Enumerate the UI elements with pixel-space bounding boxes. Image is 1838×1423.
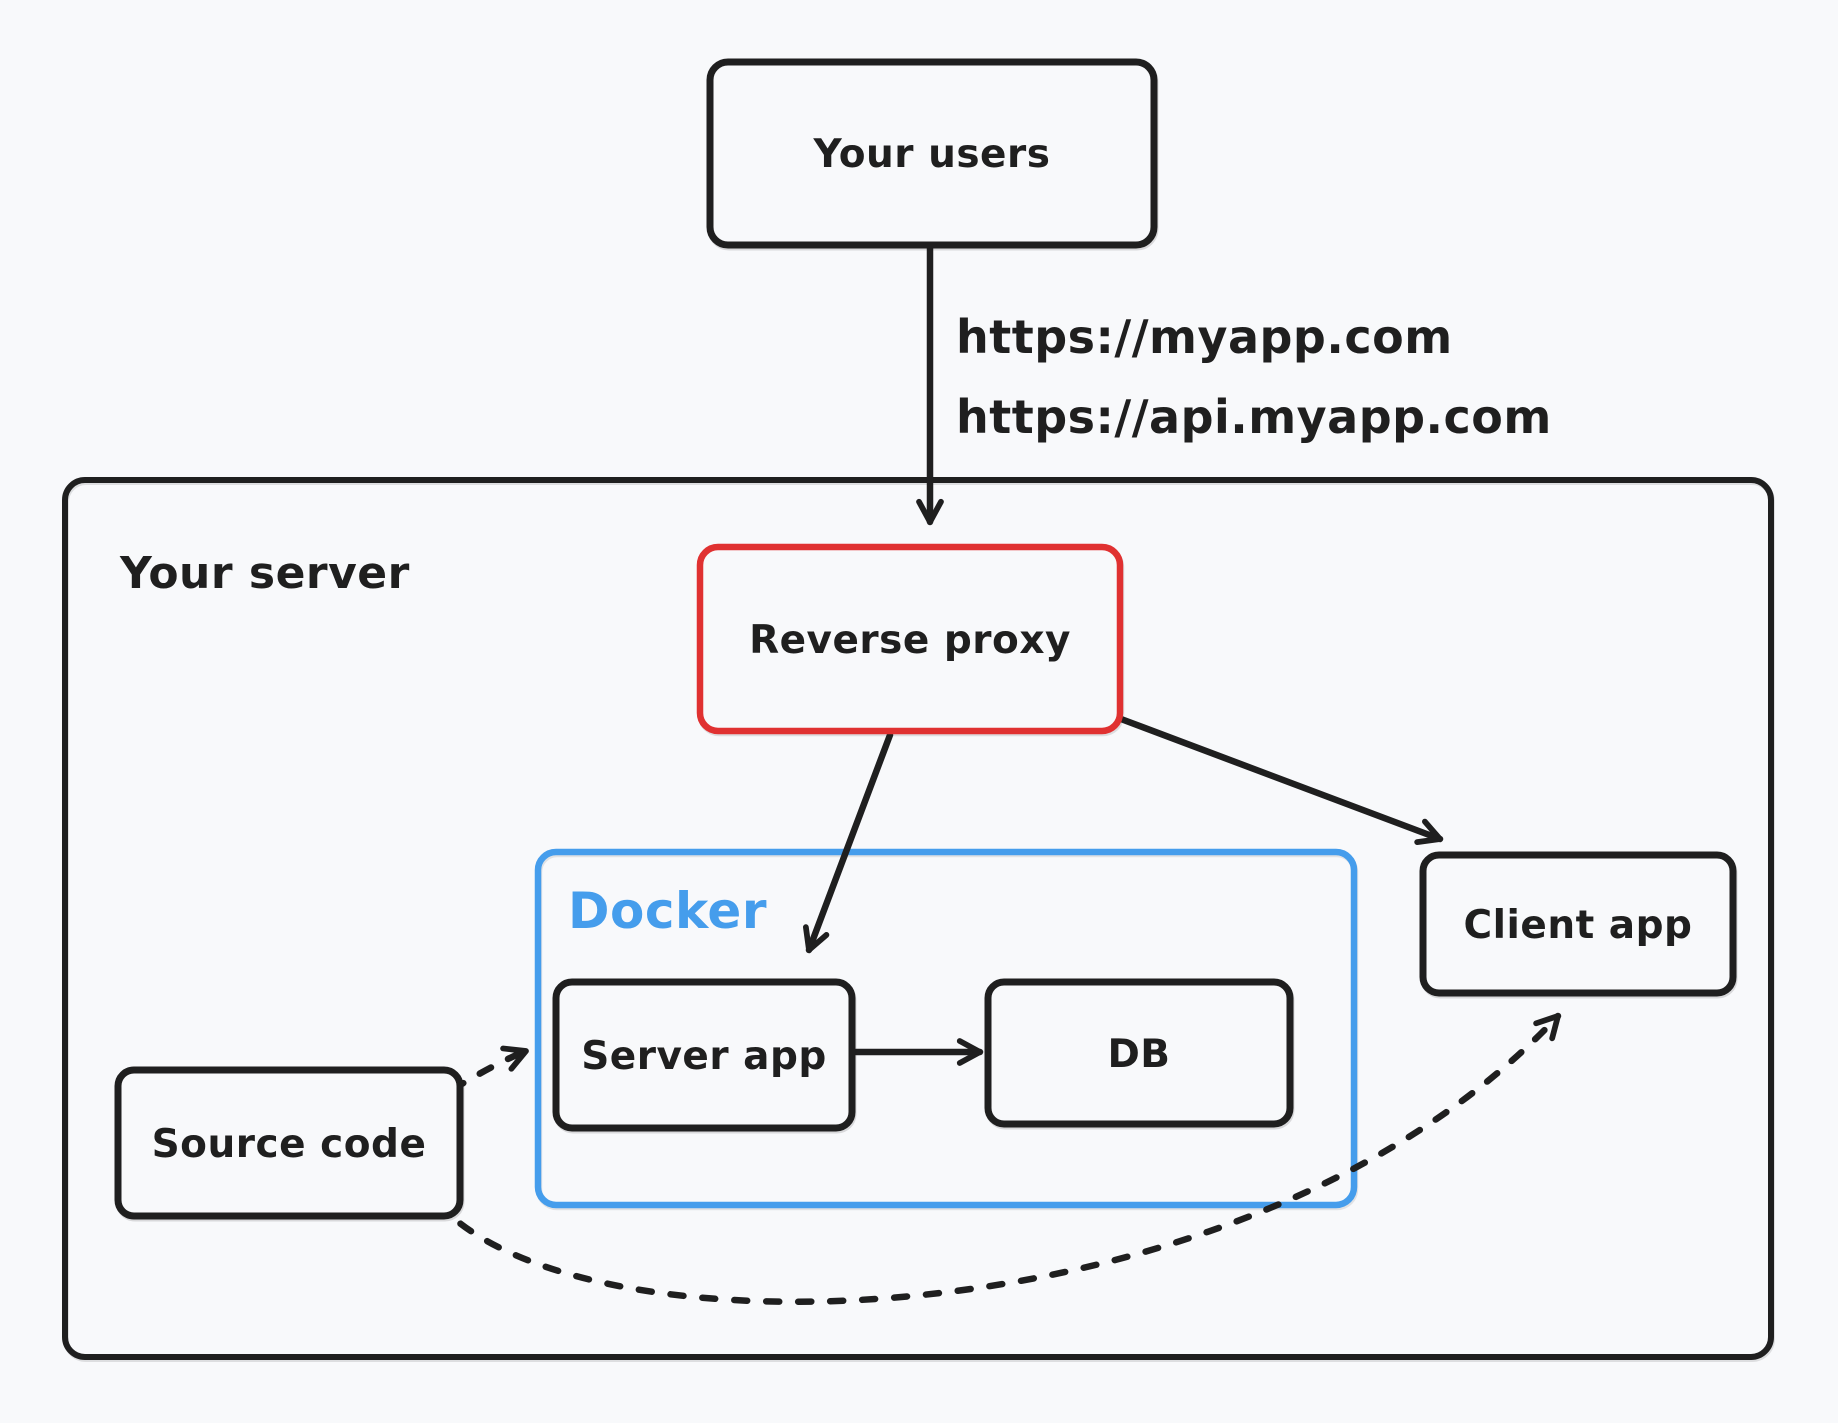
reverse-proxy-label: Reverse proxy [749, 618, 1071, 663]
your-users-box [706, 58, 1158, 249]
edge-proxy-to-serverapp-arrow [802, 731, 894, 954]
node-reverse-proxy: Reverse proxy [696, 543, 1124, 735]
docker-label: Docker [568, 882, 767, 940]
node-server-app: Server app [552, 978, 856, 1132]
your-users-label: Your users [813, 132, 1051, 177]
docker-box [534, 848, 1358, 1209]
reverse-proxy-box [696, 543, 1124, 735]
source-code-box [114, 1066, 464, 1220]
url-label-myapp: https://myapp.com [956, 310, 1453, 364]
edge-source-to-clientapp-dashed-arrow [433, 1012, 1562, 1305]
server-app-box [552, 978, 856, 1132]
node-docker: Docker [534, 848, 1358, 1209]
node-source-code: Source code [114, 1066, 464, 1220]
client-app-box [1419, 851, 1737, 997]
node-db: DB [984, 978, 1294, 1128]
url-label-api-myapp: https://api.myapp.com [956, 390, 1552, 444]
your-server-box [62, 477, 1774, 1360]
node-your-users: Your users [706, 58, 1158, 249]
client-app-label: Client app [1464, 903, 1693, 948]
server-app-label: Server app [581, 1034, 827, 1079]
db-box [984, 978, 1294, 1128]
source-code-label: Source code [152, 1122, 427, 1167]
edge-users-to-server-labels: https://myapp.com https://api.myapp.com [956, 310, 1552, 444]
your-server-label: Your server [119, 548, 410, 599]
edge-proxy-to-clientapp-arrow [1117, 715, 1444, 846]
node-your-server: Your server [62, 477, 1774, 1360]
node-client-app: Client app [1419, 851, 1737, 997]
db-label: DB [1107, 1032, 1170, 1077]
